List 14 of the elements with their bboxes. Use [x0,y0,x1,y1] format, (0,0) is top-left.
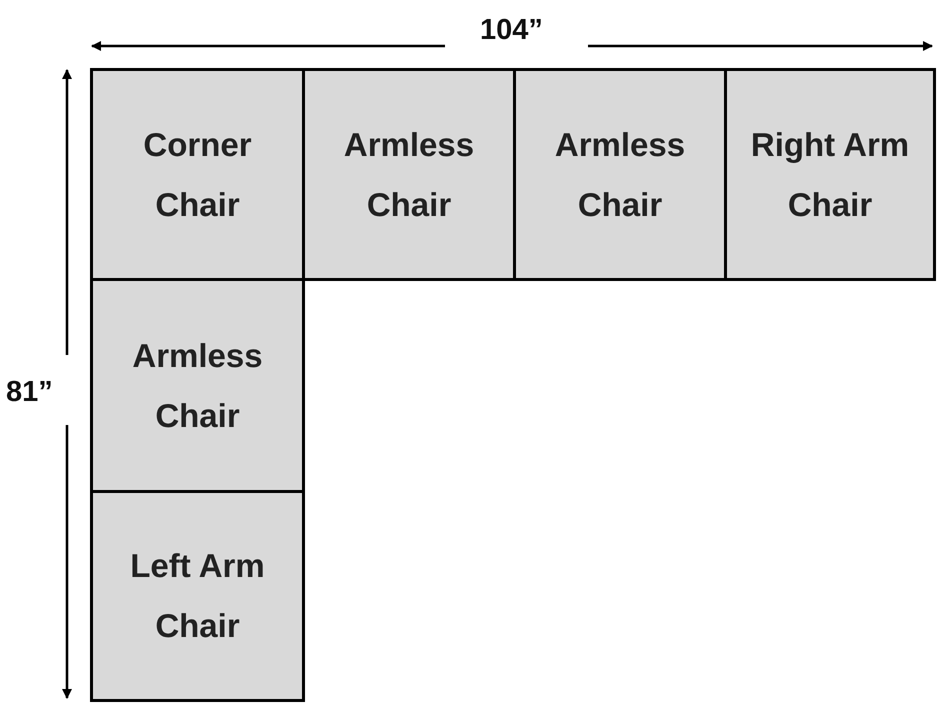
sofa-section [90,68,305,281]
sofa-section [513,68,727,281]
dimension-label: 104” [480,14,543,47]
sofa-section [302,68,516,281]
sofa-section [724,68,936,281]
section-label: Armless Chair [342,124,476,224]
sofa-section [90,490,305,702]
section-label: Armless Chair [554,124,686,224]
section-label: Armless Chair [131,336,264,436]
section-label: Corner Chair [142,124,253,224]
section-label: Left Arm Chair [129,546,266,646]
section-label: Right Arm Chair [750,124,910,224]
sofa-section [90,278,305,493]
dimension-label: 81” [6,376,53,409]
